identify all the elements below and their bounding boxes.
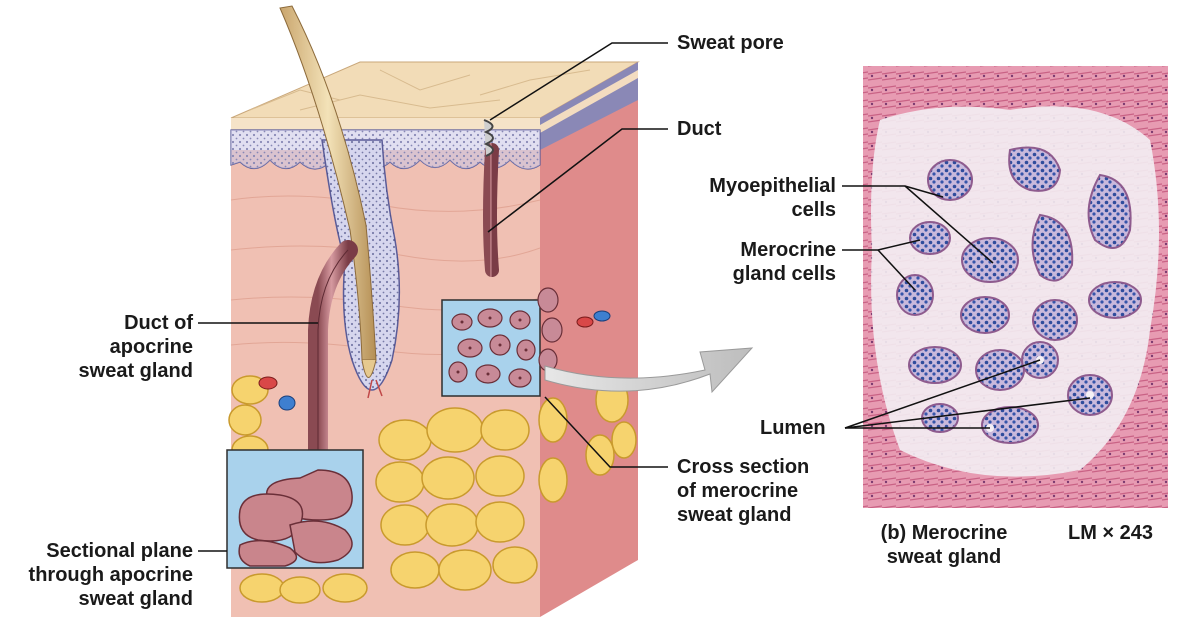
label-duct: Duct	[677, 118, 722, 140]
blood-vessels	[258, 310, 611, 411]
merocrine-duct	[483, 143, 499, 277]
label-sectional-plane-apocrine: Sectional plane through apocrine sweat g…	[28, 540, 193, 610]
adipose-tissue	[228, 375, 637, 604]
caption-panel-b: (b) Merocrine sweat gland	[880, 522, 1008, 568]
label-lumen: Lumen	[760, 417, 826, 439]
label-myoepithelial-cells: Myoepithelial cells	[709, 175, 836, 221]
label-cross-section-merocrine: Cross section of merocrine sweat gland	[677, 456, 810, 526]
caption-magnification: LM × 243	[1068, 522, 1154, 544]
label-sweat-pore: Sweat pore	[677, 32, 784, 54]
leader-lines	[198, 42, 1091, 552]
label-merocrine-gland-cells: Merocrine gland cells	[732, 239, 836, 285]
label-duct-of-apocrine-sweat-gland: Duct of apocrine sweat gland	[78, 312, 193, 382]
sweat-pore	[483, 119, 494, 157]
merocrine-gland-coil	[537, 287, 563, 372]
light-micrograph	[863, 66, 1168, 508]
apocrine-gland-coil	[238, 469, 353, 567]
magnification-arrow	[544, 347, 754, 394]
